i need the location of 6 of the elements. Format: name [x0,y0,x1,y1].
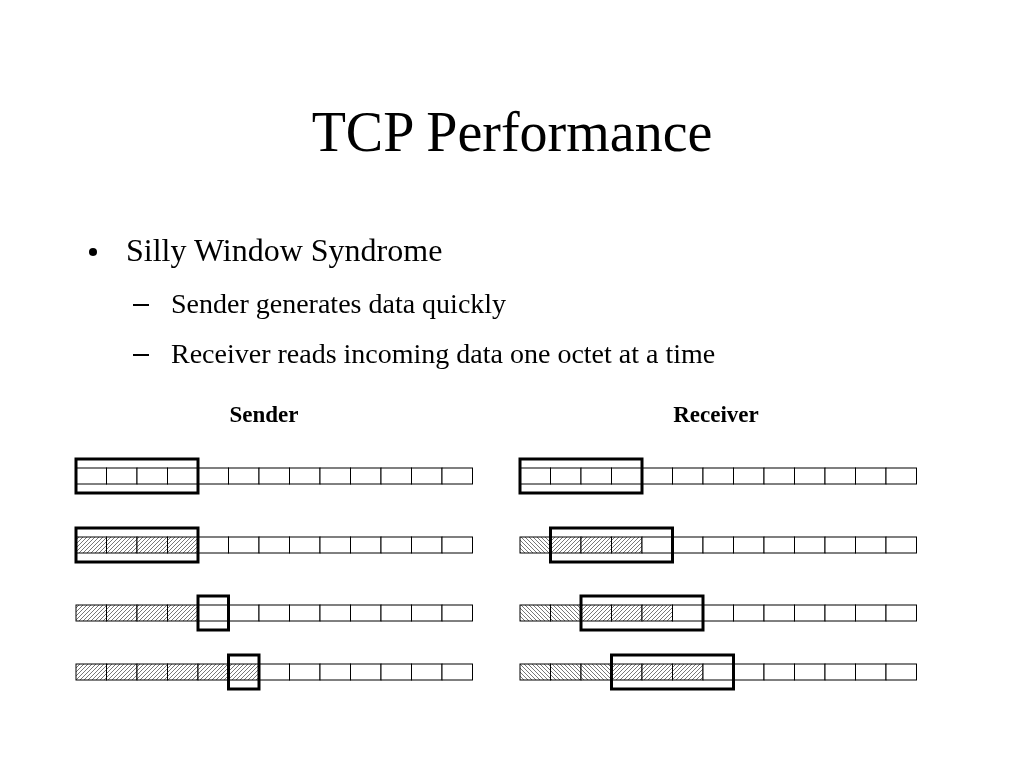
column-heading: Sender [228,402,300,428]
bullet-text: Silly Window Syndrome [126,232,443,269]
sub-bullet-text: Sender generates data quickly [171,288,507,320]
slide-title: TCP Performance [310,100,714,164]
sub-bullet-text: Receiver reads incoming data one octet at a time [171,338,716,370]
column-heading: Receiver [672,402,760,428]
